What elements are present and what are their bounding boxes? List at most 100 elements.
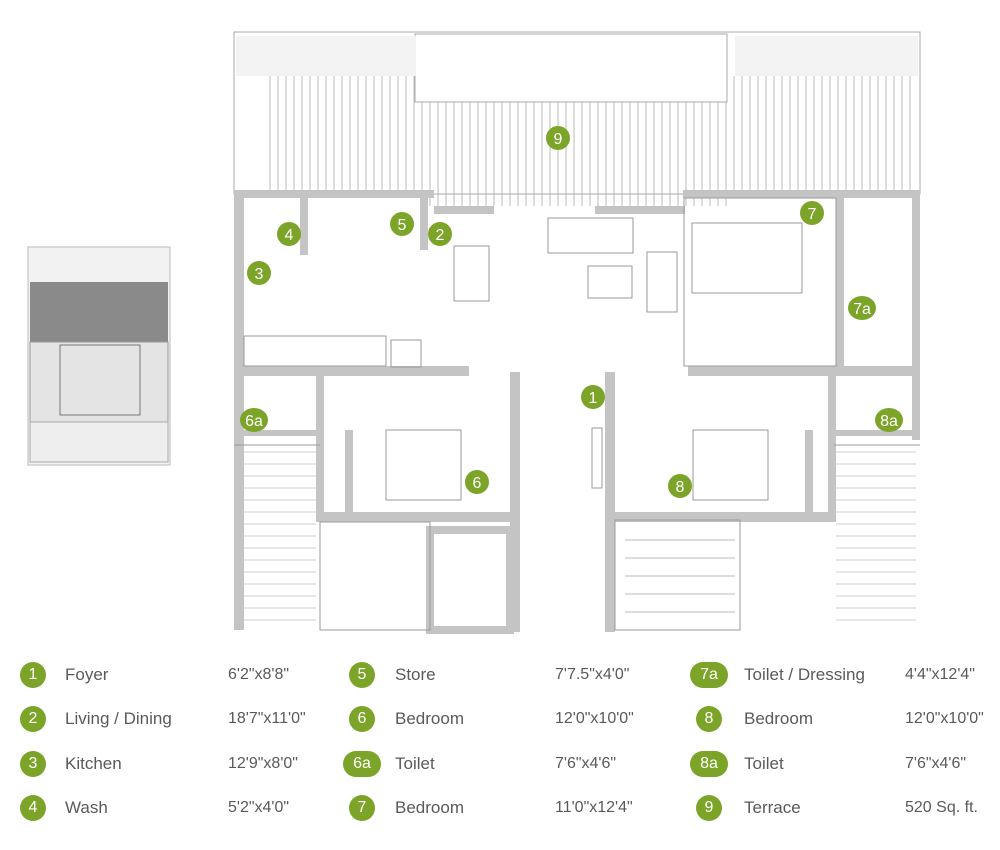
room-marker-7: 7 <box>800 201 824 225</box>
sofa <box>547 217 634 254</box>
legend-item-6: 6 Bedroom 12'0"x10'0" <box>343 706 1000 732</box>
planter-left <box>236 36 416 76</box>
legend-badge: 3 <box>20 751 46 777</box>
marker-label: 9 <box>554 131 563 148</box>
marker-badge <box>465 470 489 494</box>
marker-badge <box>800 201 824 225</box>
legend-room-name: Bedroom <box>395 709 464 728</box>
legend-room-name: Bedroom <box>744 709 813 728</box>
marker-label: 1 <box>589 390 598 407</box>
legend-room-name: Store <box>395 665 436 684</box>
marker-badge <box>277 222 301 246</box>
legend-room-dimensions: 12'0"x10'0" <box>555 710 634 727</box>
legend-room-dimensions: 11'0"x12'4" <box>555 799 633 816</box>
legend-room-name: Toilet <box>395 754 435 773</box>
room-marker-1: 1 <box>581 385 605 409</box>
legend-badge: 2 <box>20 706 46 732</box>
dining-table <box>453 245 490 302</box>
marker-badge <box>240 408 268 432</box>
marker-label: 8a <box>880 413 898 430</box>
legend-item-4: 4 Wash 5'2"x4'0" <box>14 795 994 821</box>
legend-badge: 9 <box>696 795 722 821</box>
marker-label: 2 <box>436 227 445 244</box>
bed-7 <box>691 222 803 294</box>
legend-badge: 8a <box>690 751 728 777</box>
legend-badge: 6 <box>349 706 375 732</box>
legend-item-1: 1 Foyer 6'2"x8'8" <box>14 662 994 688</box>
sofa-side <box>646 251 678 313</box>
marker-label: 5 <box>398 217 407 234</box>
legend-item-2: 2 Living / Dining 18'7"x11'0" <box>14 706 994 732</box>
coffee-table <box>587 265 633 299</box>
legend-item-8a: 8a Toilet 7'6"x4'6" <box>690 751 1000 777</box>
legend-room-dimensions: 4'4"x12'4" <box>905 666 975 683</box>
legend-badge: 8 <box>696 706 722 732</box>
marker-label: 6 <box>473 475 482 492</box>
legend-room-name: Bedroom <box>395 798 464 817</box>
legend-badge: 6a <box>343 751 381 777</box>
marker-label: 6a <box>245 413 263 430</box>
legend-room-dimensions: 7'6"x4'6" <box>555 755 617 772</box>
room-marker-4: 4 <box>277 222 301 246</box>
marker-label: 3 <box>255 266 264 283</box>
legend-item-7a: 7a Toilet / Dressing 4'4"x12'4" <box>690 662 1000 688</box>
legend-item-8: 8 Bedroom 12'0"x10'0" <box>690 706 1000 732</box>
room-marker-8: 8 <box>668 474 692 498</box>
legend-room-dimensions: 12'9"x8'0" <box>228 755 298 772</box>
marker-badge <box>390 212 414 236</box>
legend-room-dimensions: 7'7.5"x4'0" <box>555 666 630 683</box>
marker-badge <box>546 126 570 150</box>
room-marker-2: 2 <box>428 222 452 246</box>
legend-room-dimensions: 7'6"x4'6" <box>905 755 967 772</box>
marker-label: 7a <box>853 301 871 318</box>
legend-badge: 7a <box>690 662 728 688</box>
room-marker-9: 9 <box>546 126 570 150</box>
marker-badge <box>581 385 605 409</box>
room-marker-3: 3 <box>247 261 271 285</box>
legend-room-name: Wash <box>65 798 108 817</box>
key-plan-thumbnail <box>27 246 171 466</box>
legend-room-name: Foyer <box>65 665 109 684</box>
marker-badge <box>875 408 903 432</box>
legend-room-name: Living / Dining <box>65 709 172 728</box>
bed-8 <box>692 429 769 501</box>
legend-room-dimensions: 520 Sq. ft. <box>905 799 978 816</box>
legend-room-name: Toilet <box>744 754 784 773</box>
legend-room-dimensions: 18'7"x11'0" <box>228 710 306 727</box>
legend-item-5: 5 Store 7'7.5"x4'0" <box>343 662 1000 688</box>
legend-room-name: Toilet / Dressing <box>744 665 865 684</box>
legend-room-dimensions: 6'2"x8'8" <box>228 666 290 683</box>
room-marker-6a: 6a <box>240 408 268 432</box>
interior-lines <box>234 197 920 631</box>
marker-label: 7 <box>808 206 817 223</box>
room-marker-5: 5 <box>390 212 414 236</box>
marker-badge <box>848 296 876 320</box>
legend-item-9: 9 Terrace 520 Sq. ft. <box>690 795 1000 821</box>
marker-badge <box>428 222 452 246</box>
terrace-outline <box>233 31 921 195</box>
walls <box>234 190 920 634</box>
terrace-decking <box>240 76 916 621</box>
marker-badge <box>247 261 271 285</box>
legend-room-dimensions: 5'2"x4'0" <box>228 799 290 816</box>
staircase <box>614 519 741 631</box>
legend-item-6a: 6a Toilet 7'6"x4'6" <box>343 751 1000 777</box>
legend-badge: 1 <box>20 662 46 688</box>
floor-plan: 9 7 4 5 2 3 7a 1 6a 8a 6 8 <box>27 31 921 634</box>
legend-badge: 4 <box>20 795 46 821</box>
room-marker-6: 6 <box>465 470 489 494</box>
legend-room-dimensions: 12'0"x10'0" <box>905 710 984 727</box>
room-marker-7a: 7a <box>848 296 876 320</box>
marker-label: 4 <box>285 227 294 244</box>
legend-badge: 5 <box>349 662 375 688</box>
foyer-console <box>591 427 603 489</box>
marker-badge <box>668 474 692 498</box>
legend-room-name: Terrace <box>744 798 801 817</box>
room-marker-8a: 8a <box>875 408 903 432</box>
kitchen-counter <box>243 335 387 367</box>
planter-right <box>735 36 918 76</box>
marker-label: 8 <box>676 479 685 496</box>
bed-6 <box>385 429 462 501</box>
